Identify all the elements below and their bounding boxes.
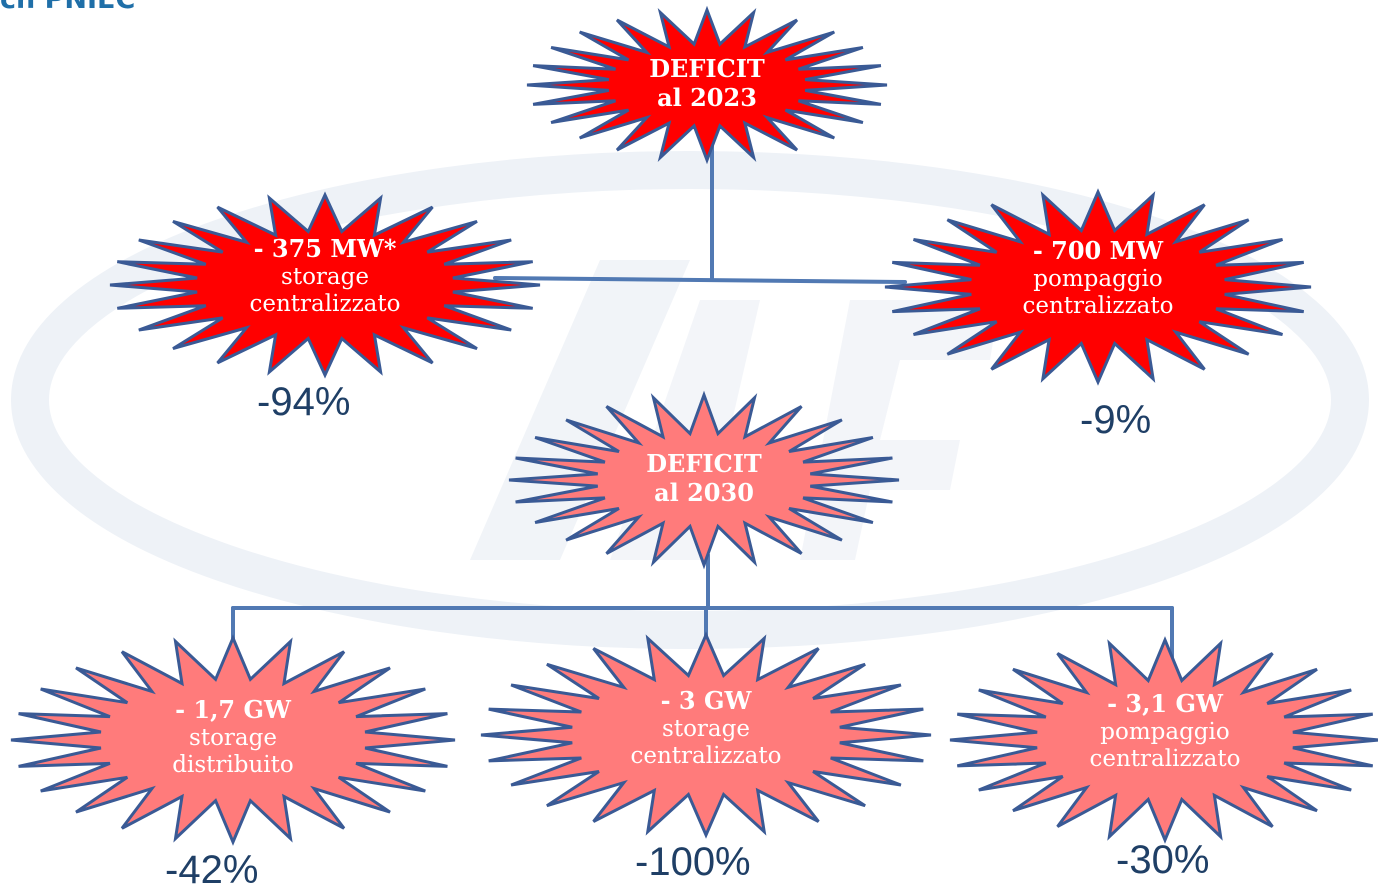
- deficit-2030-title: DEFICIT: [646, 449, 762, 478]
- pompaggio-2030-burst: - 3,1 GW pompaggio centralizzato: [949, 636, 1378, 844]
- starburst-polygon: [10, 634, 456, 846]
- deficit-2030-burst: DEFICIT al 2030: [508, 390, 900, 570]
- starburst-shape: [480, 631, 932, 839]
- deficit-2023-burst: DEFICIT al 2023: [526, 5, 888, 165]
- deficit-2030-year: al 2030: [654, 477, 754, 507]
- starburst-polygon: [949, 636, 1378, 844]
- pompaggio-2023-burst: - 700 MW pompaggio centralizzato: [884, 188, 1312, 386]
- storage-distribuito-2030-percent: -42%: [165, 848, 259, 892]
- starburst-polygon: [480, 631, 932, 839]
- pompaggio-2030-value: - 3,1 GW: [1107, 689, 1223, 718]
- starburst-shape: [949, 636, 1378, 844]
- starburst-shape: [109, 191, 541, 379]
- storage-2023-burst: - 375 MW* storage centralizzato: [109, 191, 541, 379]
- storage-centralizzato-2030-burst: - 3 GW storage centralizzato: [480, 631, 932, 839]
- storage-2023-type: storage: [281, 263, 369, 290]
- storage-2023-scope: centralizzato: [249, 291, 401, 318]
- storage-2023-percent: -94%: [257, 380, 351, 424]
- deficit-2023-title: DEFICIT: [649, 54, 765, 83]
- starburst-polygon: [508, 390, 900, 570]
- pompaggio-2030-scope: centralizzato: [1089, 746, 1241, 773]
- pompaggio-2030-type: pompaggio: [1100, 718, 1230, 745]
- starburst-shape: [10, 634, 456, 846]
- storage-centralizzato-2030-type: storage: [662, 715, 750, 742]
- pompaggio-2023-percent: -9%: [1080, 398, 1152, 442]
- storage-centralizzato-2030-value: - 3 GW: [660, 686, 752, 715]
- storage-distribuito-2030-value: - 1,7 GW: [175, 695, 291, 724]
- pompaggio-2023-scope: centralizzato: [1022, 293, 1174, 320]
- pompaggio-2023-type: pompaggio: [1033, 265, 1163, 292]
- slide-title: ch PNIEC: [0, 0, 135, 15]
- storage-centralizzato-2030-percent: -100%: [635, 840, 751, 884]
- pompaggio-2023-value: - 700 MW: [1032, 236, 1164, 265]
- storage-2023-value: - 375 MW*: [253, 234, 397, 263]
- starburst-polygon: [109, 191, 541, 379]
- pompaggio-2030-percent: -30%: [1116, 838, 1210, 882]
- starburst-shape: [508, 390, 900, 570]
- starburst-shape: [526, 5, 888, 165]
- storage-distribuito-2030-burst: - 1,7 GW storage distribuito: [10, 634, 456, 846]
- starburst-shape: [884, 188, 1312, 386]
- starburst-polygon: [884, 188, 1312, 386]
- starburst-polygon: [526, 5, 888, 165]
- connector-2023-branch: [493, 276, 907, 284]
- storage-distribuito-2030-scope: distribuito: [172, 752, 294, 779]
- storage-distribuito-2030-type: storage: [189, 724, 277, 751]
- deficit-2023-year: al 2023: [657, 82, 757, 112]
- storage-centralizzato-2030-scope: centralizzato: [630, 743, 782, 770]
